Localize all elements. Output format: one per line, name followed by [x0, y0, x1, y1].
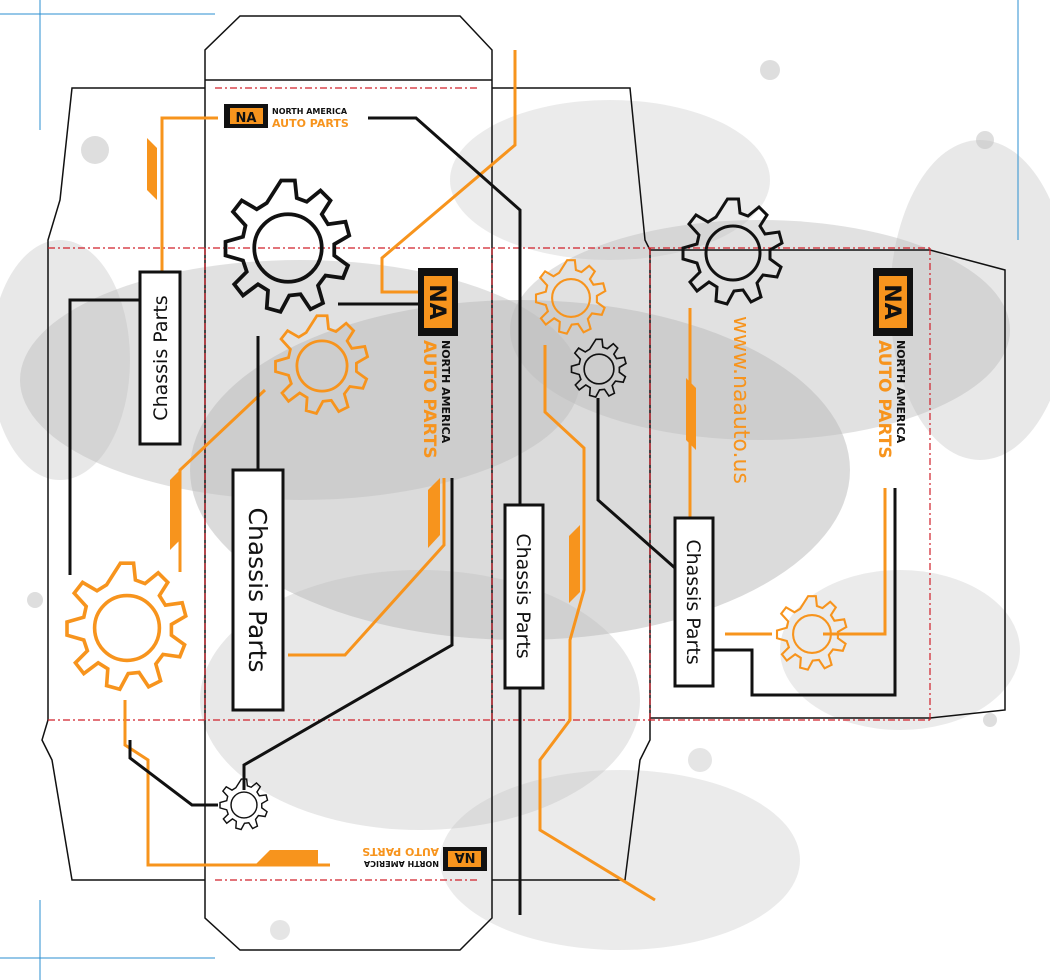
orange-accent-bars: [147, 138, 696, 865]
black-traces: [68, 116, 897, 915]
svg-text:www.naauto.us: www.naauto.us: [728, 316, 753, 484]
svg-text:Chassis Parts: Chassis Parts: [682, 539, 704, 664]
brand-logo-top: NA NORTH AMERICA AUTO PARTS: [224, 104, 349, 130]
brand-logo-front: NA NORTH AMERICA AUTO PARTS: [418, 268, 458, 459]
svg-text:NA: NA: [424, 284, 449, 319]
svg-text:NA: NA: [879, 284, 904, 319]
splatter-background: [0, 60, 1050, 950]
chassis-label-front: Chassis Parts: [231, 468, 285, 712]
svg-text:Chassis Parts: Chassis Parts: [512, 533, 534, 658]
svg-text:AUTO PARTS: AUTO PARTS: [419, 340, 439, 459]
brand-logo-back: NA NORTH AMERICA AUTO PARTS: [873, 268, 913, 459]
svg-text:NORTH AMERICA: NORTH AMERICA: [894, 340, 907, 444]
chassis-label-spine: Chassis Parts: [503, 503, 545, 690]
crop-guides: [0, 0, 1019, 980]
svg-text:NORTH AMERICA: NORTH AMERICA: [439, 340, 452, 444]
svg-text:NORTH AMERICA: NORTH AMERICA: [272, 107, 348, 116]
svg-text:NA: NA: [455, 849, 476, 864]
svg-text:AUTO PARTS: AUTO PARTS: [362, 845, 439, 858]
chassis-label-back: Chassis Parts: [673, 516, 715, 688]
svg-text:AUTO PARTS: AUTO PARTS: [272, 117, 349, 130]
svg-text:AUTO PARTS: AUTO PARTS: [874, 340, 894, 459]
svg-text:Chassis Parts: Chassis Parts: [243, 508, 272, 673]
svg-text:NA: NA: [236, 111, 257, 126]
website-url: www.naauto.us: [728, 316, 753, 484]
gear-icon: [65, 561, 188, 692]
dieline-fold: [48, 87, 931, 881]
chassis-label-side: Chassis Parts: [138, 270, 182, 446]
brand-logo-bottom: NA NORTH AMERICA AUTO PARTS: [362, 845, 487, 871]
svg-text:Chassis Parts: Chassis Parts: [150, 295, 172, 420]
svg-text:NORTH AMERICA: NORTH AMERICA: [363, 859, 439, 868]
